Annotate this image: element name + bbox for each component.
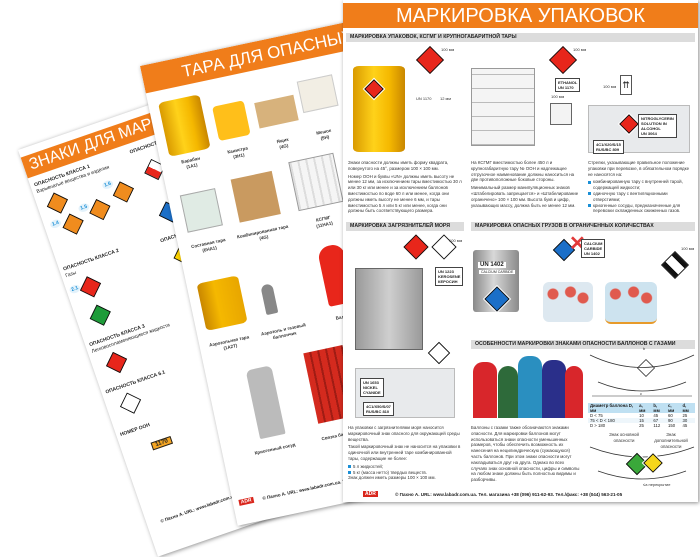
section1-text-col1: Знаки опасности должны иметь форму квадр… — [348, 160, 462, 214]
footer-contacts: © Пахно А. URL: www.labadr.com.ua. Тел. … — [395, 492, 623, 497]
gas-cylinder-image — [565, 366, 583, 418]
aerosol-can-image — [260, 283, 279, 316]
un-number-plate: 1170 — [150, 435, 174, 451]
left-poster-footer: © Пахно А. URL: www.labadr.com.ua — [159, 493, 237, 524]
bag-image — [296, 74, 339, 114]
item-caption: Криогенный сосуд — [254, 442, 296, 456]
can-label: UN 1402 — [478, 262, 506, 268]
main-hazard-label: Знак основной опасности — [609, 432, 639, 443]
limited-quantity-mark-icon — [659, 249, 691, 281]
class-number-badge: 1.4 — [49, 218, 63, 230]
poster-title: ТАРА ДЛЯ ОПАСНЫХ — [140, 18, 371, 94]
combined-pack-image — [230, 170, 281, 223]
class14-sign-icon — [61, 212, 86, 237]
class61-sign-icon — [118, 391, 143, 416]
arrows-up-icon: ⇈ — [620, 75, 632, 95]
tank-container-image — [355, 268, 423, 350]
bottles-group-image — [543, 282, 593, 322]
box-image — [254, 94, 299, 129]
gas-cylinder-image — [518, 356, 542, 418]
flammable-sign-icon — [401, 232, 431, 262]
class21-sign-icon — [78, 274, 103, 299]
section-title: ОСОБЕННОСТИ МАРКИРОВКИ ЗНАКАМИ ОПАСНОСТИ… — [471, 340, 695, 349]
section4-text: Баллоны с газами также обозначаются знак… — [471, 425, 580, 483]
aerosol-drum-image — [196, 275, 248, 331]
un-number-title: НОМЕР ООН — [119, 422, 151, 439]
adr-logo: ADR — [238, 496, 255, 506]
jerrycan-image — [212, 100, 251, 142]
class-number-badge: 1.6 — [101, 179, 115, 191]
dimension-label: 100 мм — [551, 94, 565, 99]
class15-sign-icon — [87, 197, 112, 222]
dimension-label: 100 мм — [681, 246, 695, 251]
section-title: МАРКИРОВКА УПАКОВОК, КСГМГ И КРУПНОГАБАР… — [346, 33, 695, 42]
overlap-label: ≤a перекрытие — [643, 482, 671, 487]
cylinder-shoulder-diagram — [589, 354, 695, 397]
class16-sign-icon — [111, 179, 136, 205]
sub-hazard-label: Знак дополнительной опасности — [654, 432, 688, 449]
orientation-mark-icon — [550, 103, 572, 125]
item-caption: Комбинированная тара(4G) — [236, 223, 289, 241]
dimension-b-label: b — [643, 346, 646, 351]
section1-text-col2: На КСГМГ вместимостью более 450 л и круп… — [471, 160, 579, 208]
section-title: МАРКИРОВКА ЗАГРЯЗНИТЕЛЕЙ МОРЯ — [346, 222, 464, 231]
drum-image — [353, 66, 405, 152]
item-caption: КСГМГ(11HA1) — [315, 214, 334, 229]
gas-cylinder-image — [542, 360, 566, 418]
class-number-badge: 1.5 — [77, 202, 91, 214]
adr-logo: ADR — [363, 491, 378, 497]
ibc-image — [288, 152, 344, 212]
item-caption: Мешок(5H) — [315, 127, 332, 141]
item-caption: Ящик(4G) — [276, 136, 290, 150]
dimension-label: 100 мм — [573, 47, 587, 52]
class3-sign-icon — [104, 350, 129, 375]
class22-sign-icon — [88, 303, 113, 328]
can-sublabel: CALCIUM CARBIDE — [479, 270, 516, 274]
item-caption: Аэрозольная тара(1A2T) — [208, 334, 250, 351]
class-number-badge: 2.1 — [68, 283, 82, 295]
drum-image — [158, 94, 211, 157]
drum-un-label: UN 1170 — [416, 96, 432, 101]
flammable-sign-icon — [414, 44, 446, 76]
gas-cylinder-image — [473, 362, 497, 418]
item-caption: Канистра(3H1) — [226, 145, 249, 160]
dimension-label: 12 мм — [440, 96, 452, 101]
bottles-pallet-image — [605, 282, 657, 324]
class2-title: ОПАСНОСТЬ КЛАССА 2 — [62, 247, 120, 273]
dimension-label: 100 мм — [441, 47, 455, 52]
marine-pollutant-icon — [426, 340, 452, 366]
dimension-label: 100 мм — [449, 238, 463, 243]
gas-cylinder-image — [498, 366, 518, 418]
class1-sign-icon — [45, 191, 70, 216]
ibc-image — [471, 68, 535, 146]
cryogenic-vessel-image — [245, 365, 286, 440]
dimension-c-label: c — [640, 391, 642, 396]
dimension-label: 100 мм — [603, 84, 617, 89]
item-caption: Аэрозоль и газовый баллончик — [260, 322, 307, 340]
item-caption: Составная тара(6HA1) — [190, 237, 226, 253]
section2-text: На упаковки с загрязнителями моря наноси… — [348, 425, 463, 483]
class61-title: ОПАСНОСТЬ КЛАССА 6.1 — [104, 369, 167, 396]
section-title: МАРКИРОВКА ОПАСНЫХ ГРУЗОВ В ОГРАНИЧЕННЫХ… — [471, 222, 695, 231]
poster-package-marking: МАРКИРОВКА УПАКОВОК МАРКИРОВКА УПАКОВОК,… — [343, 0, 698, 502]
poster-title: МАРКИРОВКА УПАКОВОК — [343, 3, 698, 28]
section1-text-col3: Стрелки, указывающие правильное положени… — [588, 160, 693, 214]
composite-image — [179, 188, 223, 233]
